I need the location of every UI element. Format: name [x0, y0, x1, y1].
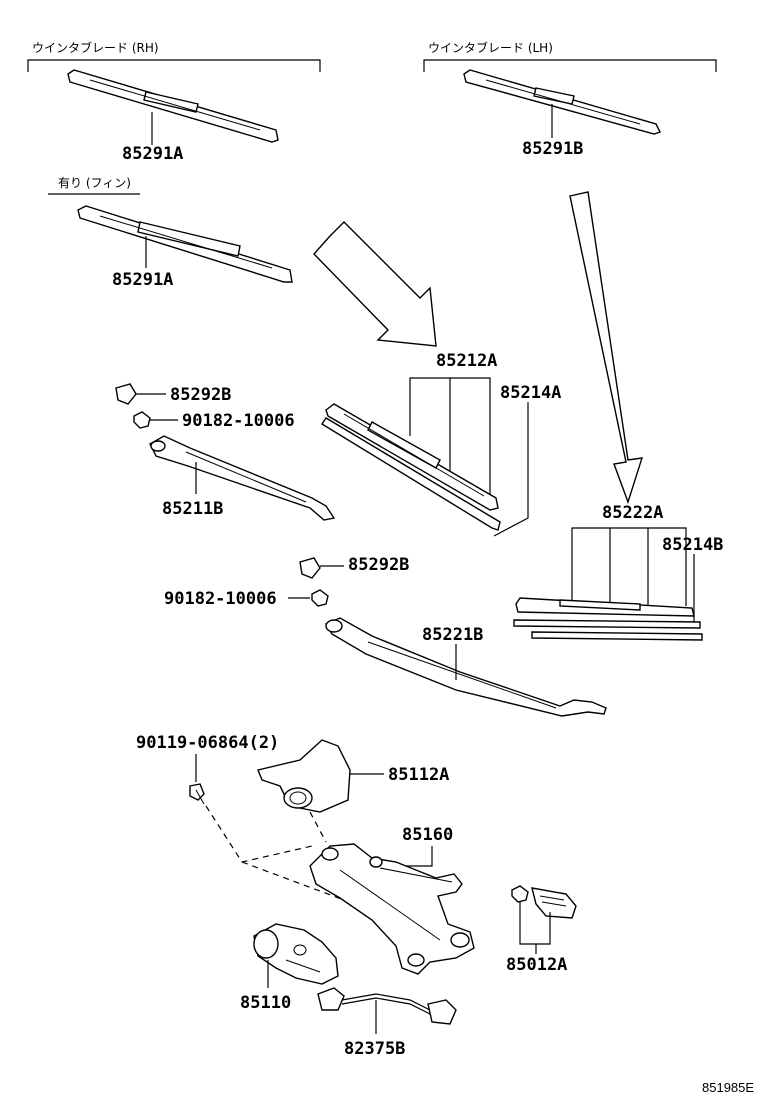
wiper-arm-85211B-drawing	[149, 435, 336, 521]
part-85291A-fin: 85291A	[112, 270, 173, 290]
dashed-line-bolt-lower	[241, 861, 345, 901]
leader-85160	[396, 846, 433, 867]
cap-85292B-lower-drawing	[299, 557, 321, 579]
part-85222A: 85222A	[602, 503, 663, 523]
header-winter-blade-lh: ウインタブレード (LH)	[428, 40, 553, 55]
part-90182-10006-lower: 90182-10006	[164, 589, 277, 609]
part-85211B: 85211B	[162, 499, 223, 519]
diagram-code: 851985E	[702, 1080, 754, 1095]
motor-85110-drawing	[253, 923, 339, 985]
part-85110: 85110	[240, 993, 291, 1013]
header-bracket-rh	[27, 59, 321, 72]
part-90182-10006-upper: 90182-10006	[182, 411, 295, 431]
header-bracket-lh	[423, 59, 717, 72]
wiper-blade-85212A-drawing	[321, 403, 501, 531]
part-85212A: 85212A	[436, 351, 497, 371]
part-85112A: 85112A	[388, 765, 449, 785]
cap-85292B-upper-drawing	[115, 383, 137, 405]
part-85291B: 85291B	[522, 139, 583, 159]
part-90119-06864: 90119-06864(2)	[136, 733, 279, 753]
part-85291A-top: 85291A	[122, 144, 183, 164]
header-with-fin: 有り (フィン)	[58, 176, 131, 190]
wire-harness-82375B-drawing	[317, 987, 457, 1025]
winter-blade-fin-drawing	[77, 205, 293, 283]
wiper-blade-85222A-drawing	[513, 597, 703, 641]
leaders-85212A	[409, 377, 529, 537]
part-85292B-lower: 85292B	[348, 555, 409, 575]
bracket-85012A-drawing	[511, 885, 577, 919]
winter-blade-lh-drawing	[463, 69, 661, 135]
arrow-to-85212A	[313, 221, 437, 347]
leaders-85012A	[519, 902, 551, 954]
arrow-to-85222A	[569, 191, 644, 505]
bolt-90119-drawing	[189, 783, 205, 805]
nut-90182-upper-drawing	[133, 411, 151, 429]
nut-90182-lower-drawing	[311, 589, 329, 607]
part-85292B-upper: 85292B	[170, 385, 231, 405]
part-82375B: 82375B	[344, 1039, 405, 1059]
part-85012A: 85012A	[506, 955, 567, 975]
part-85160: 85160	[402, 825, 453, 845]
bracket-85112A-drawing	[257, 739, 351, 813]
part-85214B: 85214B	[662, 535, 723, 555]
header-winter-blade-rh: ウインタブレード (RH)	[32, 40, 159, 55]
part-85221B: 85221B	[422, 625, 483, 645]
dashed-line-bracket	[309, 811, 327, 843]
wiper-arm-85221B-drawing	[324, 617, 607, 717]
wiper-link-85160-drawing	[309, 843, 475, 975]
dashed-line-bolt-upper	[205, 805, 313, 863]
part-85214A: 85214A	[500, 383, 561, 403]
winter-blade-rh-drawing	[67, 69, 279, 143]
